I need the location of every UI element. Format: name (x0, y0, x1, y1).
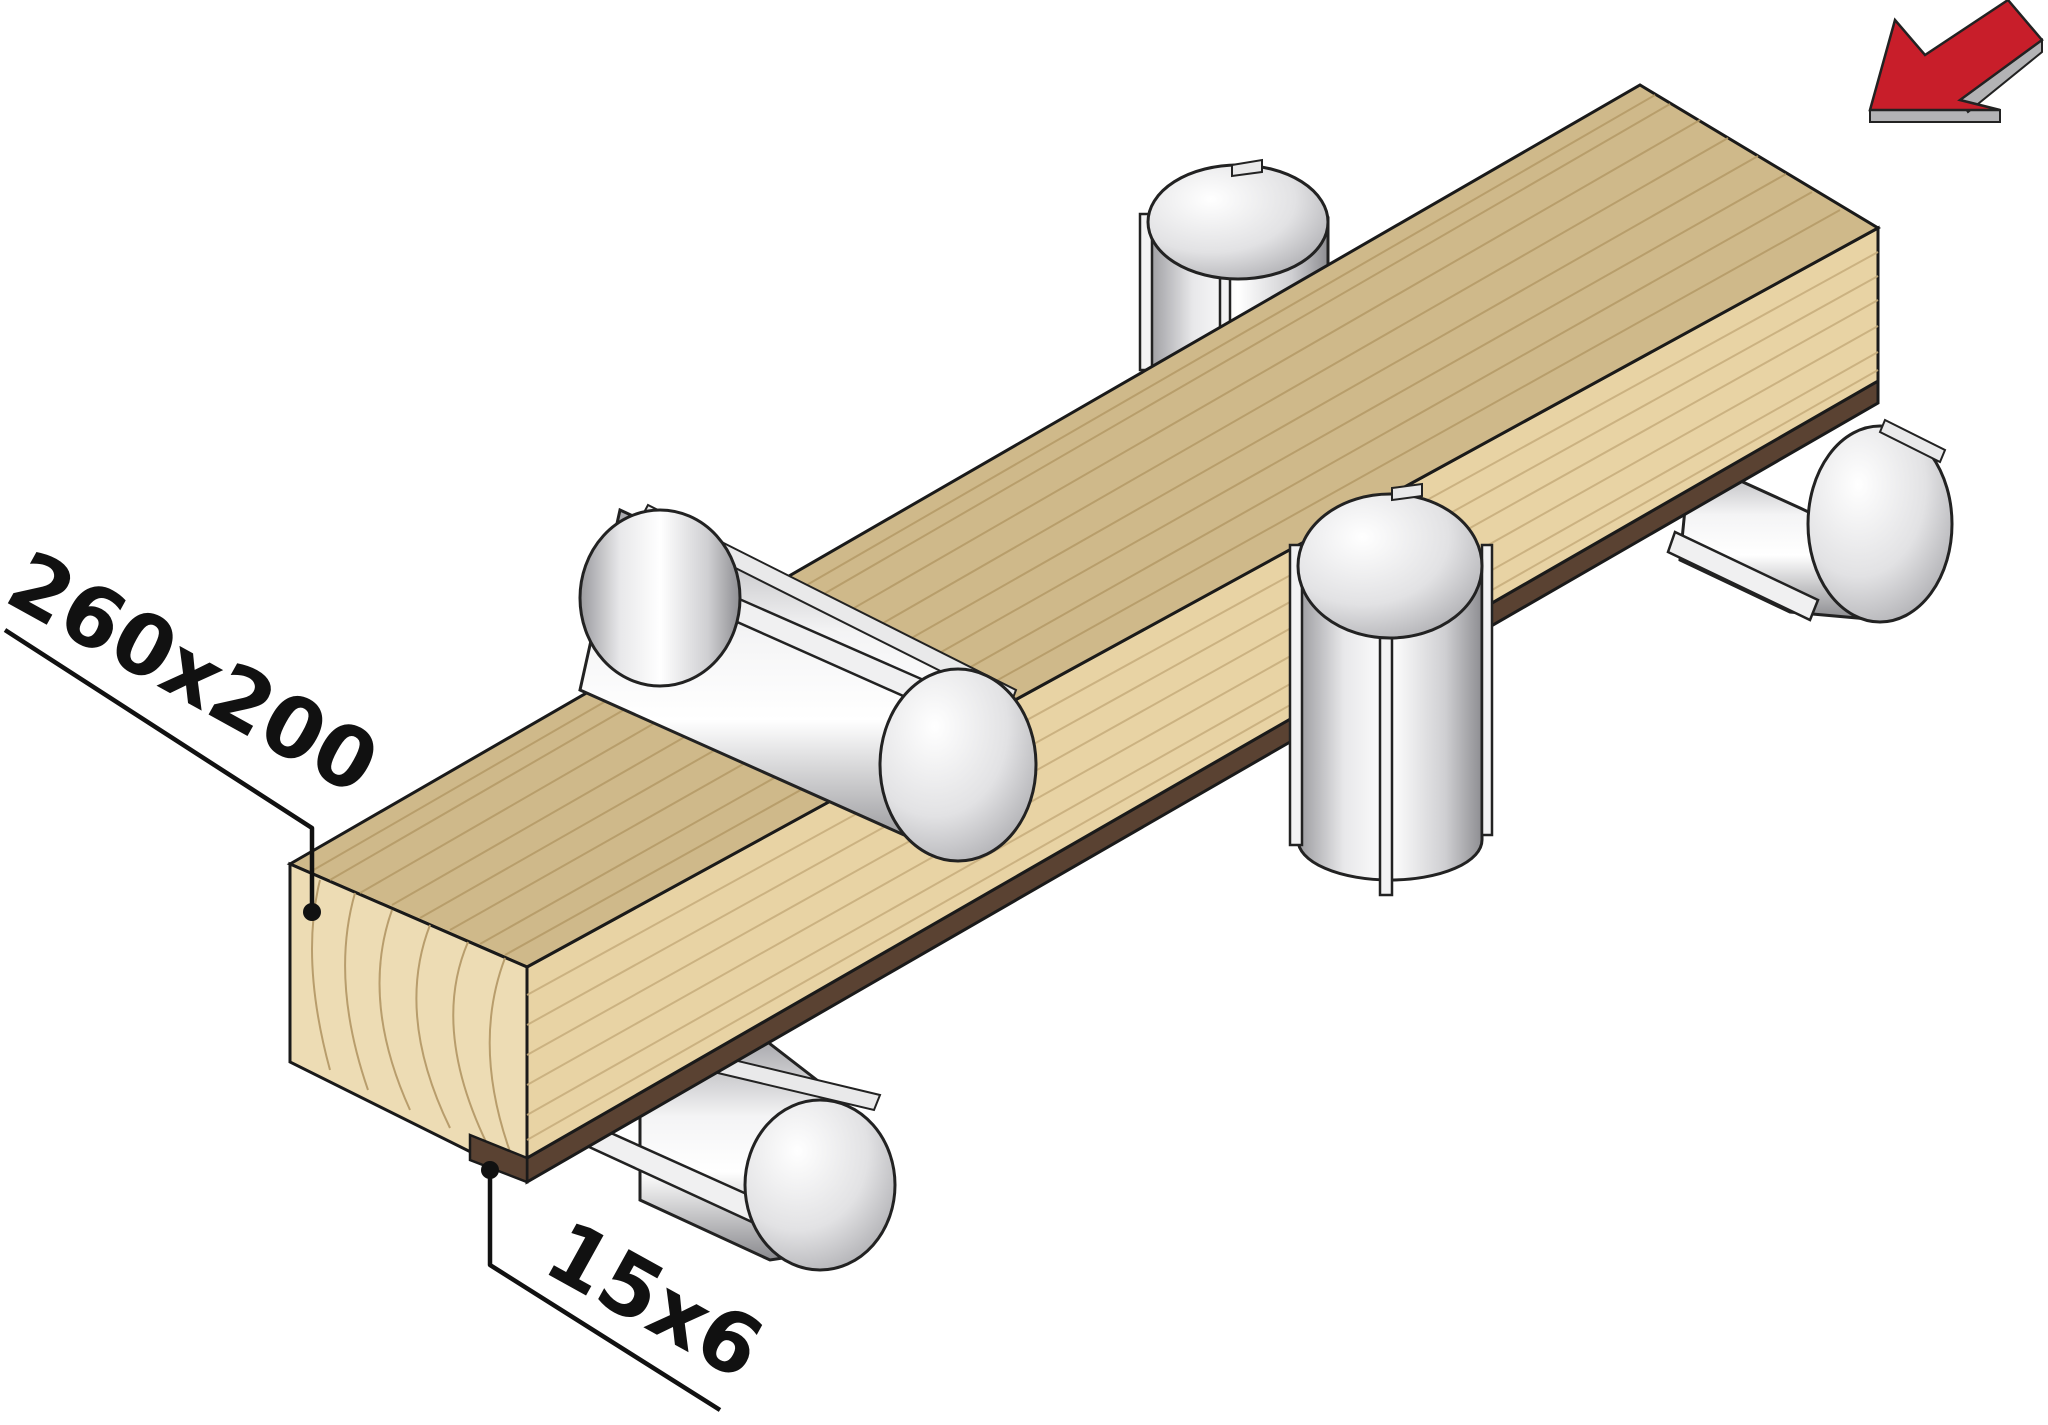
back-horizontal-roller (1666, 418, 1954, 624)
top-horizontal-roller (578, 503, 1038, 863)
front-vertical-roller (1288, 482, 1494, 897)
side-grain (526, 251, 1879, 1141)
label-260x200: 260x200 (0, 532, 394, 814)
leader-line-15x6 (487, 1170, 722, 1412)
front-lower-roller (572, 1038, 897, 1272)
strip-end-section (468, 1133, 529, 1184)
leader-dot-260x200 (303, 903, 321, 921)
top-grain (309, 94, 1841, 956)
leader-line-260x200 (3, 628, 315, 910)
end-grain (311, 879, 516, 1166)
feed-direction-arrow (1868, 0, 2044, 123)
leader-dot-15x6 (481, 1161, 499, 1179)
timber-beam (286, 83, 1882, 1185)
